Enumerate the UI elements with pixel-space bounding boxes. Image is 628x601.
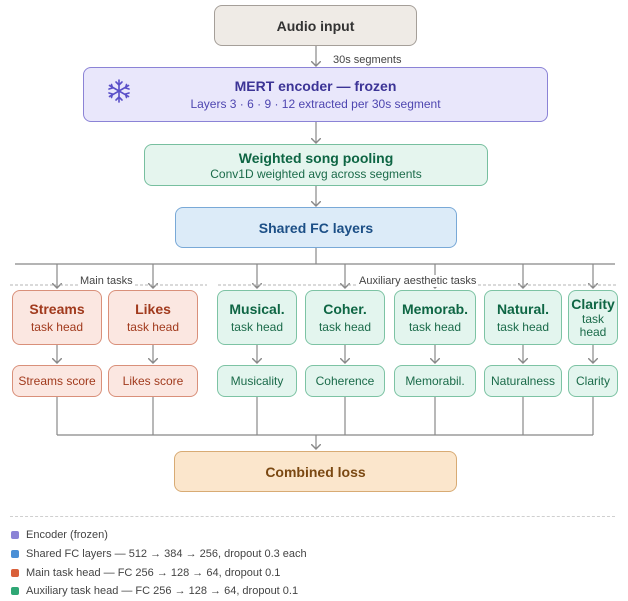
combined-loss-title: Combined loss (265, 463, 366, 480)
score-streams-label: Streams score (18, 374, 96, 388)
pooling-title: Weighted song pooling (238, 149, 394, 166)
head-memorability-title: Memorab. (401, 301, 469, 317)
score-memorability-label: Memorabil. (405, 374, 465, 388)
encoder-subtitle: Layers 3 · 6 · 9 · 12 extracted per 30s … (190, 97, 441, 111)
score-naturalness: Naturalness (484, 365, 562, 397)
legend-item-main-head: Main task head — FC 256 → 128 → 64, drop… (11, 566, 280, 580)
score-musicality-label: Musicality (230, 374, 284, 388)
main-tasks-label: Main tasks (78, 275, 135, 287)
score-clarity: Clarity (568, 365, 618, 397)
head-coherence: Coher. task head (305, 290, 385, 345)
score-likes-label: Likes score (122, 374, 184, 388)
score-streams: Streams score (12, 365, 102, 397)
head-likes: Likes task head (108, 290, 198, 345)
head-musicality-sub: task head (230, 320, 284, 334)
legend-label-shared-fc: Shared FC layers — 512 → 384 → 256, drop… (26, 548, 307, 560)
head-likes-sub: task head (126, 320, 180, 334)
legend-swatch-shared-fc (11, 550, 19, 558)
audio-input-title: Audio input (276, 17, 355, 34)
legend-label-main-head: Main task head — FC 256 → 128 → 64, drop… (26, 567, 281, 579)
head-musicality: Musical. task head (217, 290, 297, 345)
pooling-subtitle: Conv1D weighted avg across segments (210, 166, 422, 181)
head-coherence-sub: task head (318, 320, 372, 334)
head-streams: Streams task head (12, 290, 102, 345)
head-likes-title: Likes (135, 301, 171, 317)
head-clarity-sub-line2: head (579, 325, 607, 339)
head-clarity: Clarity task head (568, 290, 618, 345)
head-naturalness: Natural. task head (484, 290, 562, 345)
pooling-node: Weighted song pooling Conv1D weighted av… (144, 144, 488, 186)
legend-label-aux-head: Auxiliary task head — FC 256 → 128 → 64,… (26, 585, 299, 597)
score-coherence-label: Coherence (315, 374, 375, 388)
head-naturalness-title: Natural. (496, 301, 550, 317)
legend-item-aux-head: Auxiliary task head — FC 256 → 128 → 64,… (11, 584, 298, 598)
head-memorability-sub: task head (408, 320, 462, 334)
head-coherence-title: Coher. (323, 301, 367, 317)
legend-swatch-encoder (11, 531, 19, 539)
shared-fc-node: Shared FC layers (175, 207, 457, 248)
legend-divider (10, 516, 615, 517)
legend-item-encoder: Encoder (frozen) (11, 528, 108, 542)
head-streams-sub: task head (30, 320, 84, 334)
head-clarity-sub-line1: task (581, 312, 604, 326)
head-clarity-title: Clarity (571, 296, 615, 312)
legend-swatch-aux-head (11, 587, 19, 595)
head-musicality-title: Musical. (229, 301, 285, 317)
score-musicality: Musicality (217, 365, 297, 397)
score-memorability: Memorabil. (394, 365, 476, 397)
shared-fc-title: Shared FC layers (258, 219, 374, 236)
encoder-node: MERT encoder — frozen Layers 3 · 6 · 9 ·… (83, 67, 548, 122)
score-naturalness-label: Naturalness (490, 374, 556, 388)
segments-label: 30s segments (333, 54, 402, 66)
snowflake-icon (108, 79, 130, 103)
score-clarity-label: Clarity (575, 374, 610, 388)
legend-swatch-main-head (11, 569, 19, 577)
head-streams-title: Streams (29, 301, 85, 317)
head-memorability: Memorab. task head (394, 290, 476, 345)
score-likes: Likes score (108, 365, 198, 397)
encoder-title: MERT encoder — frozen (234, 78, 397, 94)
audio-input-node: Audio input (214, 5, 417, 46)
score-coherence: Coherence (305, 365, 385, 397)
combined-loss-node: Combined loss (174, 451, 457, 492)
legend-label-encoder: Encoder (frozen) (26, 529, 108, 541)
legend-item-shared-fc: Shared FC layers — 512 → 384 → 256, drop… (11, 547, 307, 561)
aux-tasks-label: Auxiliary aesthetic tasks (357, 275, 479, 287)
head-naturalness-sub: task head (496, 320, 550, 334)
